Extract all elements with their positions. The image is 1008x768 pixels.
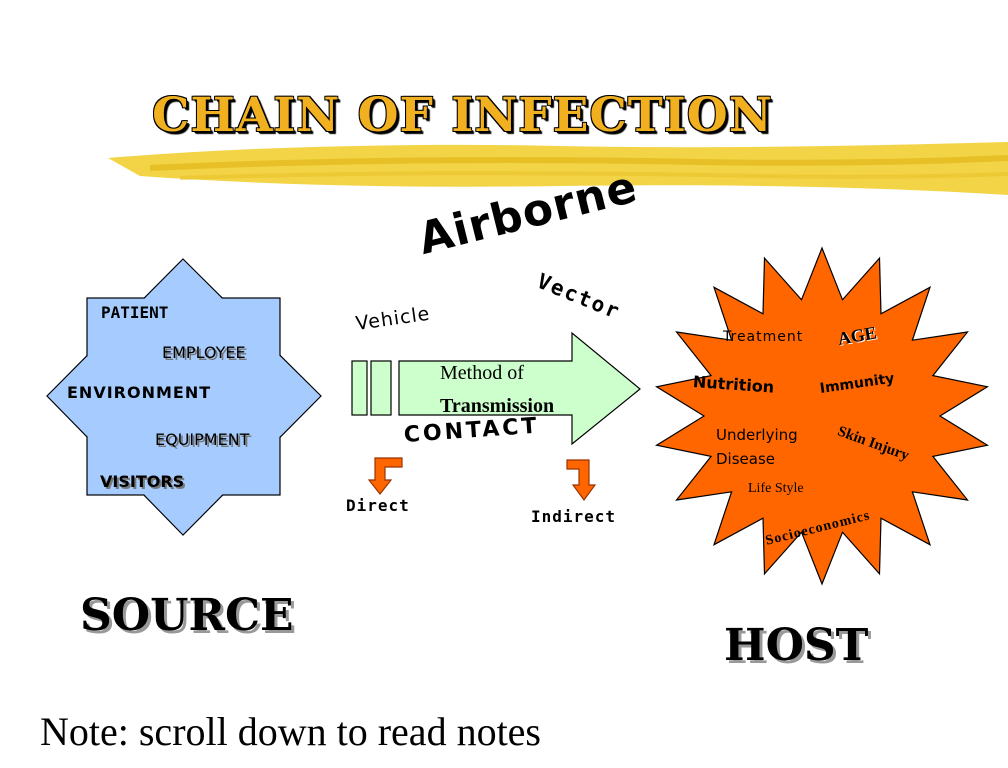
source-item-patient: PATIENT <box>101 303 169 322</box>
host-factor-treatment: Treatment <box>723 329 804 345</box>
host-starburst <box>654 246 990 586</box>
transmission-label: Transmission <box>440 395 555 417</box>
source-item-environment: ENVIRONMENT <box>67 383 212 402</box>
method-of-label: Method of <box>440 362 524 384</box>
source-label: SOURCE <box>80 590 294 641</box>
contact-indirect-arrow <box>566 459 597 502</box>
source-star <box>46 258 322 536</box>
source-item-employee: EMPLOYEE <box>162 343 246 362</box>
scroll-note: Note: scroll down to read notes <box>40 709 541 754</box>
source-item-equipment: EQUIPMENT <box>155 430 250 449</box>
host-factor-life-style: Life Style <box>748 481 804 496</box>
title-highlighter-stroke <box>108 142 1008 195</box>
contact-direct-arrow <box>367 457 403 495</box>
host-label: HOST <box>724 620 869 671</box>
transmission-arrow <box>351 331 641 446</box>
indirect-label: Indirect <box>531 507 617 526</box>
page-title: CHAIN OF INFECTION <box>152 88 773 143</box>
direct-label: Direct <box>346 496 410 515</box>
host-factor-underlying-line1: Underlying <box>716 426 798 444</box>
source-item-visitors: VISITORS <box>100 472 185 491</box>
host-factor-underlying-line2: Disease <box>716 450 775 468</box>
